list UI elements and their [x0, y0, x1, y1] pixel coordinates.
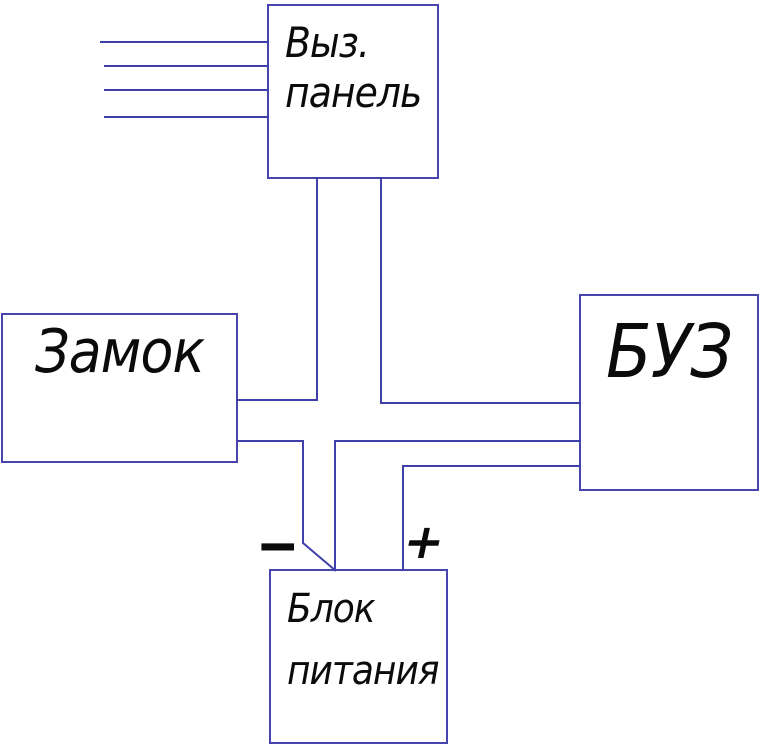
minus-label: −	[256, 510, 300, 582]
box-power-supply-label-line2: питания	[287, 648, 439, 694]
wire-call-panel-to-buz-vertical	[380, 177, 382, 404]
wire-psu-minus-vertical	[334, 440, 336, 571]
wire-lock-minus-horizontal	[237, 440, 304, 442]
box-power-supply-label-line1: Блок	[287, 586, 375, 632]
box-control-unit-label: БУЗ	[606, 309, 733, 395]
wire-buz-plus-horizontal	[402, 465, 581, 467]
box-power-supply-label: Блок питания	[271, 571, 446, 702]
wire-call-panel-stub-2	[104, 65, 269, 67]
wire-lock-minus-vertical	[302, 440, 304, 544]
box-power-supply: Блок питания	[269, 569, 448, 744]
box-call-panel-label-line2: панель	[285, 68, 422, 117]
wire-call-panel-stub-1	[100, 41, 269, 43]
box-lock-label: Замок	[34, 317, 205, 387]
wire-call-panel-to-lock-horizontal	[237, 399, 318, 401]
wire-call-panel-to-buz-horizontal	[380, 402, 581, 404]
wire-buz-minus-horizontal	[334, 440, 581, 442]
box-control-unit: БУЗ	[579, 294, 759, 491]
plus-label: +	[398, 514, 451, 570]
box-call-panel-label-line1: Выз.	[285, 18, 370, 67]
box-lock: Замок	[1, 313, 238, 463]
wire-call-panel-to-lock-vertical	[316, 177, 318, 401]
wire-call-panel-stub-3	[104, 89, 269, 91]
wire-psu-plus-vertical	[402, 465, 404, 571]
box-call-panel: Выз. панель	[267, 4, 439, 179]
box-call-panel-label: Выз. панель	[269, 6, 437, 118]
wire-call-panel-stub-4	[104, 116, 269, 118]
